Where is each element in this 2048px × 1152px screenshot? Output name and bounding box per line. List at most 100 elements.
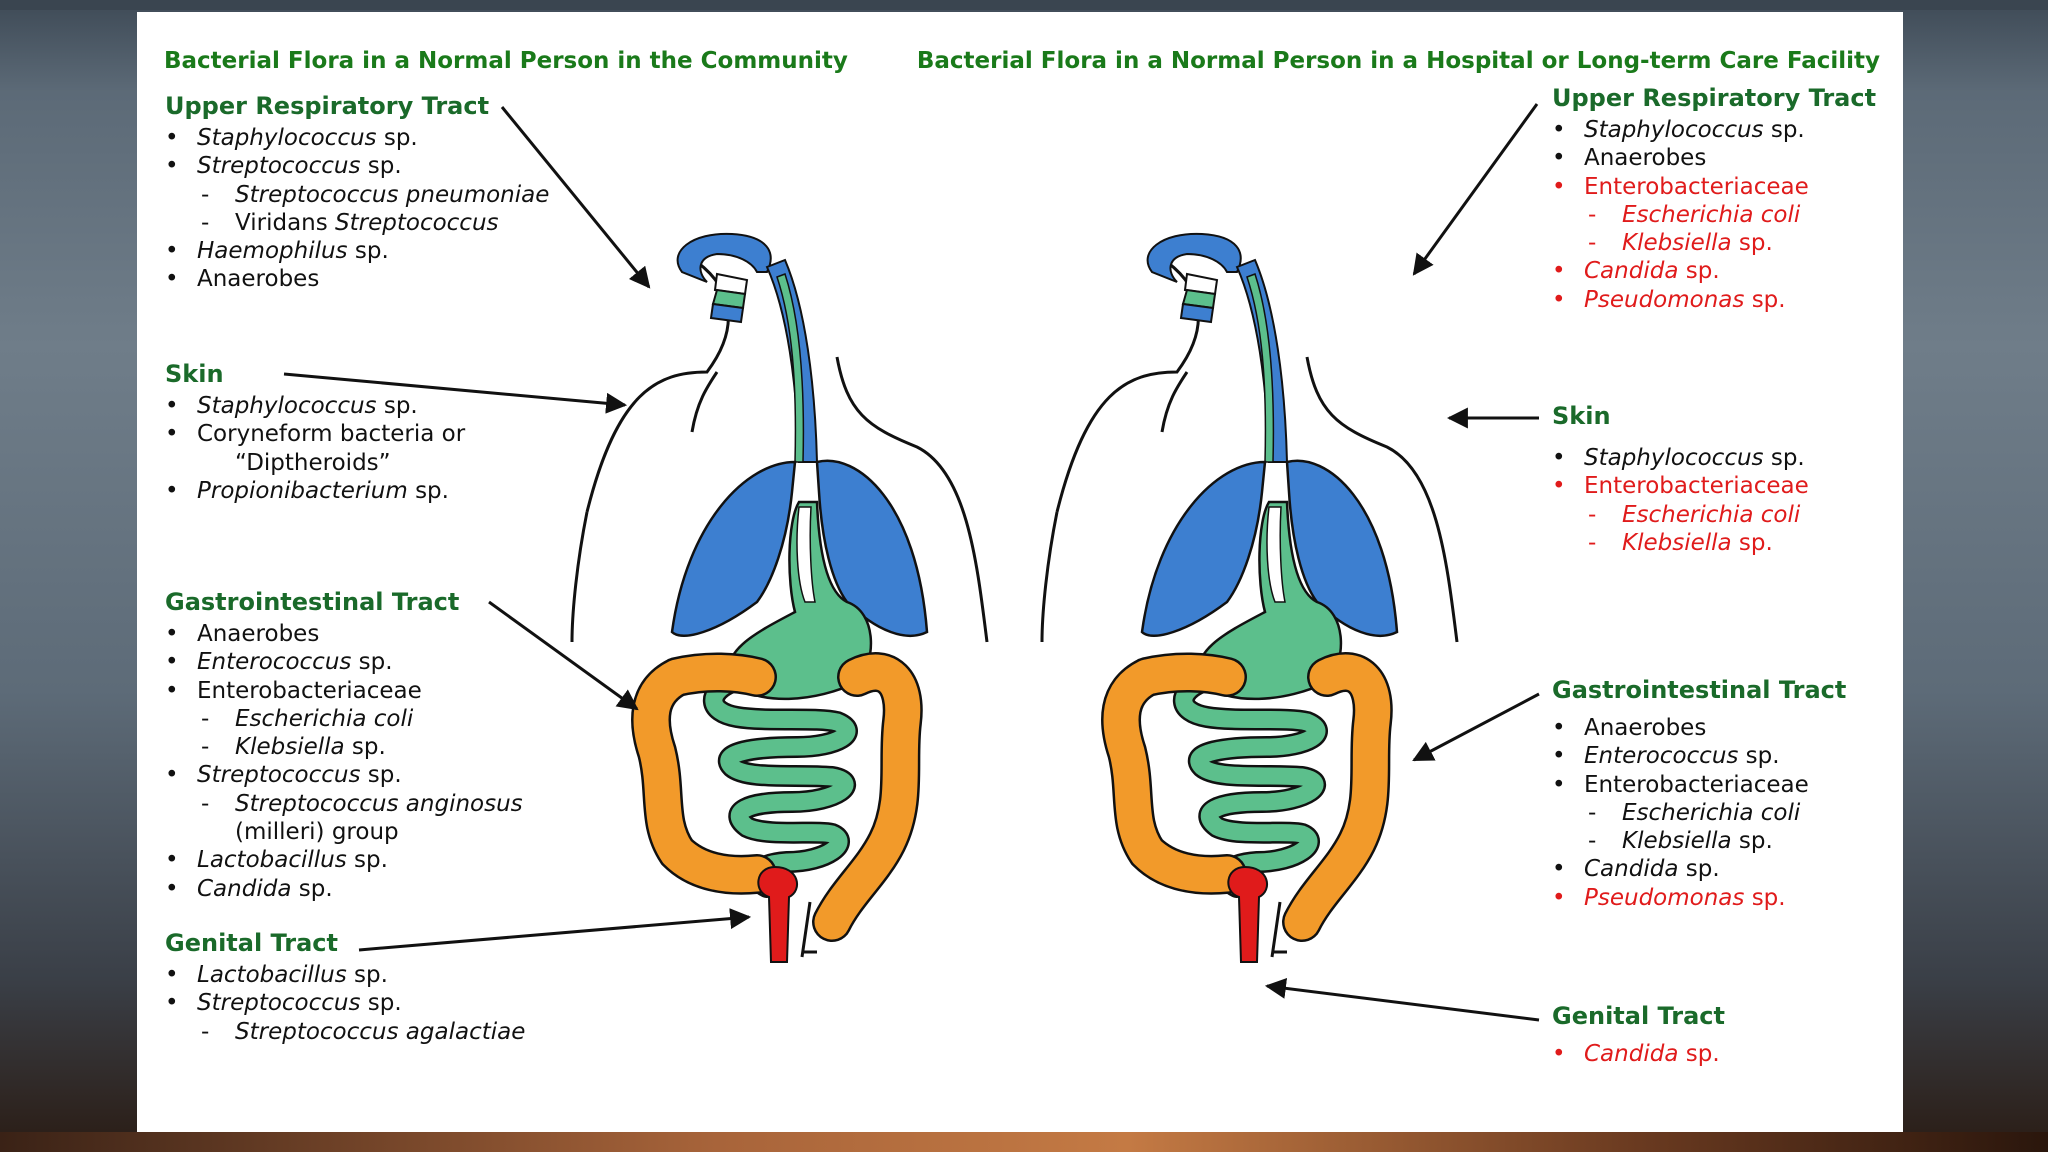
organism-name: Escherichia coli: [1622, 799, 1801, 826]
organism-name: Klebsiella: [1622, 230, 1732, 257]
organism-suffix: sp.: [360, 762, 402, 789]
organism-item: Streptococcus anginosus: [165, 790, 523, 819]
organism-item: Anaerobes: [1552, 714, 1846, 743]
organism-suffix: sp.: [1731, 529, 1773, 556]
organism-item: Staphylococcus sp.: [1552, 116, 1876, 145]
title-hospital: Bacterial Flora in a Normal Person in a …: [916, 48, 1880, 74]
figure-community: [572, 234, 987, 962]
organism-item: Escherichia coli: [165, 705, 523, 734]
organism-item: Staphylococcus sp.: [165, 124, 549, 153]
organism-suffix: sp.: [360, 990, 402, 1017]
left-genital-heading: Genital Tract: [165, 929, 339, 957]
organism-name: Enterococcus: [1584, 743, 1739, 770]
organism-suffix: sp.: [1744, 286, 1786, 313]
organism-name: Streptococcus: [197, 153, 361, 180]
right-gi-list: AnaerobesEnterococcus sp.Enterobacteriac…: [1552, 714, 1846, 912]
organism-name: Lactobacillus: [197, 962, 347, 988]
left-genital-section: Genital Tract Lactobacillus sp.Streptoco…: [165, 929, 525, 1046]
organism-suffix: sp.: [1763, 445, 1805, 471]
right-genital-section: Genital Tract Candida sp.: [1552, 1002, 1726, 1069]
organism-text: Anaerobes: [1584, 145, 1707, 172]
organism-suffix: sp.: [344, 734, 386, 761]
organism-name: Staphylococcus: [197, 125, 377, 151]
organism-name: Klebsiella: [1622, 828, 1732, 855]
left-skin-section: Skin Staphylococcus sp.Coryneform bacter…: [165, 360, 465, 505]
organism-suffix: sp.: [1678, 856, 1720, 883]
organism-text: “Diptheroids”: [235, 449, 391, 476]
organism-text: Coryneform bacteria or: [197, 421, 466, 448]
left-upper-resp-heading: Upper Respiratory Tract: [165, 92, 490, 120]
right-gi-heading: Gastrointestinal Tract: [1552, 676, 1847, 704]
organism-item: Klebsiella sp.: [165, 733, 523, 762]
organism-name: Propionibacterium: [197, 477, 408, 504]
organism-item: Pseudomonas sp.: [1552, 884, 1846, 913]
organism-name: Staphylococcus: [1584, 445, 1764, 471]
organism-text: Anaerobes: [197, 621, 320, 647]
organism-item: Anaerobes: [165, 265, 549, 294]
organism-suffix: sp.: [351, 649, 393, 676]
organism-text: Anaerobes: [197, 266, 320, 293]
left-gi-heading: Gastrointestinal Tract: [165, 588, 460, 616]
organism-name: Candida: [197, 875, 292, 902]
organism-suffix: sp.: [360, 153, 402, 180]
organism-suffix: sp.: [376, 393, 418, 419]
organism-name: Streptococcus: [197, 990, 361, 1017]
right-upper-resp-heading: Upper Respiratory Tract: [1552, 84, 1877, 112]
title-community: Bacterial Flora in a Normal Person in th…: [164, 48, 848, 74]
organism-name: Haemophilus: [197, 238, 348, 265]
arrow-left-genital: [358, 908, 752, 952]
organism-item: Staphylococcus sp.: [165, 392, 465, 421]
organism-item: Viridans Streptococcus: [165, 209, 549, 238]
right-gi-section: Gastrointestinal Tract AnaerobesEnteroco…: [1552, 676, 1846, 912]
left-upper-resp-section: Upper Respiratory Tract Staphylococcus s…: [165, 92, 549, 294]
organism-suffix: sp.: [1731, 828, 1773, 855]
organism-text: Anaerobes: [1584, 715, 1707, 741]
organism-item: “Diptheroids”: [165, 449, 465, 477]
figure-hospital: [1042, 234, 1457, 962]
organism-suffix: sp.: [1678, 258, 1720, 285]
right-upper-resp-list: Staphylococcus sp.AnaerobesEnterobacteri…: [1552, 116, 1876, 314]
top-bar: [0, 0, 2048, 10]
organism-item: Anaerobes: [1552, 144, 1876, 173]
organism-name: Staphylococcus: [1584, 117, 1764, 143]
organism-name: Candida: [1584, 856, 1679, 883]
organism-item: Klebsiella sp.: [1552, 529, 1809, 558]
organism-name: Escherichia coli: [1622, 201, 1801, 228]
organism-suffix: sp.: [1678, 1041, 1720, 1067]
organism-suffix: sp.: [407, 477, 449, 504]
organism-name: Staphylococcus: [197, 393, 377, 419]
organism-suffix: sp.: [347, 238, 389, 265]
left-skin-list: Staphylococcus sp.Coryneform bacteria or…: [165, 392, 465, 505]
arrow-right-upper-resp: [1412, 103, 1539, 276]
organism-item: Candida sp.: [1552, 855, 1846, 884]
organism-suffix: sp.: [1744, 884, 1786, 911]
organism-text: Viridans: [235, 209, 336, 236]
organism-suffix: sp.: [291, 875, 333, 902]
left-upper-resp-list: Staphylococcus sp.Streptococcus sp.Strep…: [165, 124, 549, 294]
organism-item: Lactobacillus sp.: [165, 846, 523, 875]
organism-text: Enterobacteriaceae: [1584, 173, 1809, 200]
organism-item: Staphylococcus sp.: [1552, 444, 1809, 473]
organism-item: Candida sp.: [1552, 257, 1876, 286]
organism-name: Pseudomonas: [1584, 884, 1745, 911]
organism-item: Enterococcus sp.: [165, 648, 523, 677]
organism-name: Streptococcus agalactiae: [235, 1018, 526, 1045]
right-upper-resp-section: Upper Respiratory Tract Staphylococcus s…: [1552, 84, 1876, 314]
right-skin-heading: Skin: [1552, 402, 1611, 430]
organism-item: Streptococcus sp.: [165, 152, 549, 181]
right-genital-heading: Genital Tract: [1552, 1002, 1726, 1030]
right-genital-list: Candida sp.: [1552, 1040, 1725, 1069]
organism-item: Enterobacteriaceae: [1552, 173, 1876, 202]
left-genital-list: Lactobacillus sp.Streptococcus sp.Strept…: [165, 961, 525, 1046]
arrow-right-gi: [1412, 692, 1540, 762]
organism-name: Candida: [1584, 1041, 1679, 1067]
organism-item: Klebsiella sp.: [1552, 229, 1876, 258]
right-skin-list: Staphylococcus sp.EnterobacteriaceaeEsch…: [1552, 444, 1809, 557]
left-skin-heading: Skin: [165, 360, 224, 388]
organism-item: Klebsiella sp.: [1552, 827, 1846, 856]
bottom-strip: [0, 1132, 2048, 1152]
organism-item: Enterobacteriaceae: [1552, 771, 1846, 800]
organism-item: Streptococcus agalactiae: [165, 1018, 526, 1047]
organism-suffix: sp.: [1738, 743, 1780, 770]
organism-item: Candida sp.: [1552, 1040, 1725, 1069]
